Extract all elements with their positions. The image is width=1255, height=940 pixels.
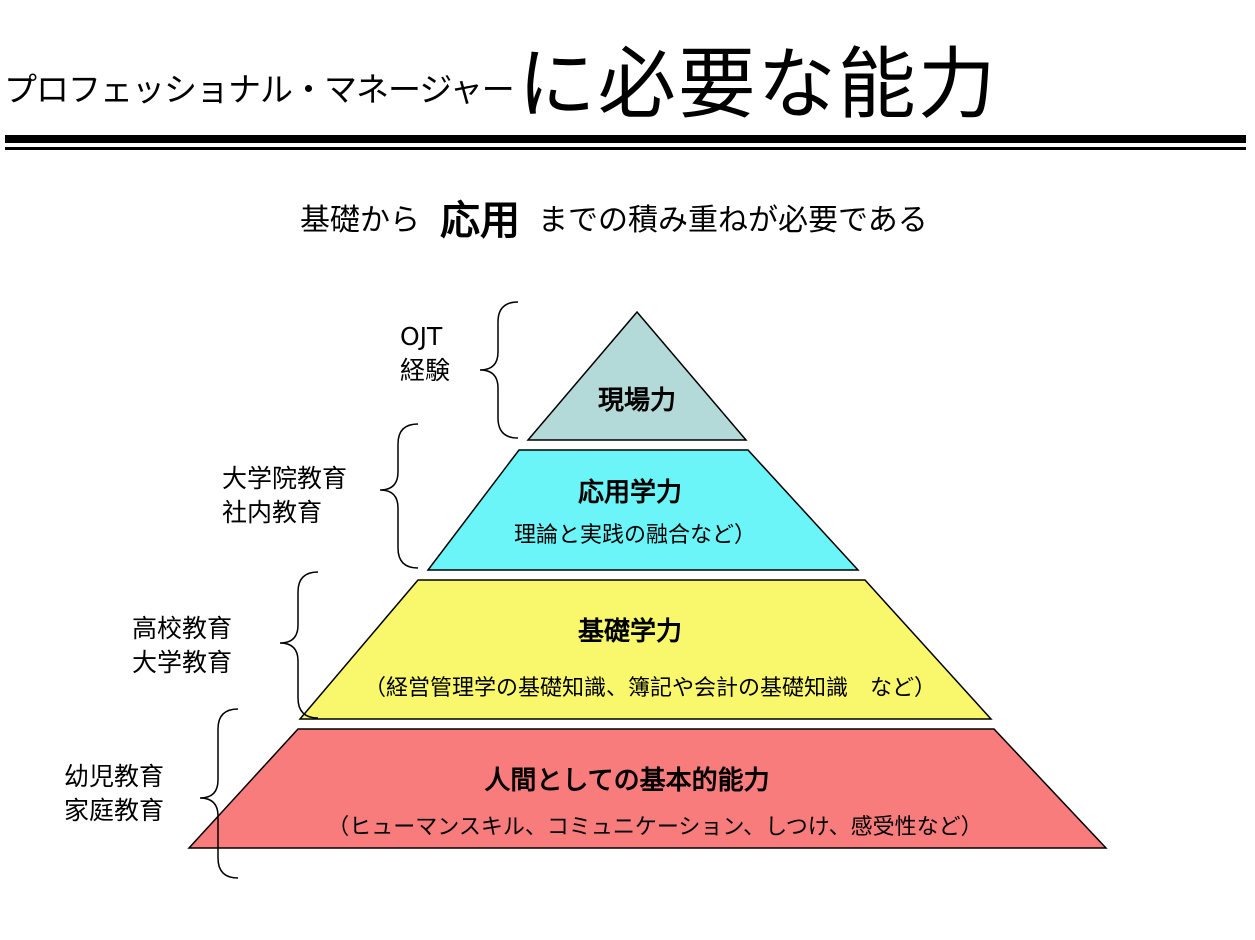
brace-tier-ouyou xyxy=(379,423,419,569)
title-divider-thick xyxy=(5,135,1246,143)
tier-shape-ningen xyxy=(187,728,1108,849)
side-label-kiso: 高校教育 大学教育 xyxy=(132,612,232,680)
subtitle-emphasis: 応用 xyxy=(440,198,520,244)
tier-label-kiso: 基礎学力 xyxy=(577,617,682,647)
brace-tier-genba xyxy=(479,301,519,439)
tier-note-ouyou: 理論と実践の融合など） xyxy=(513,523,756,548)
page-title: プロフェッショナル・マネージャー に必要な能力 xyxy=(4,14,998,124)
side-label-genba-line2: 経験 xyxy=(400,356,451,385)
tier-shape-ouyou xyxy=(426,449,860,571)
title-divider-thin xyxy=(5,147,1246,150)
tier-note-ningen: （ヒューマンスキル、コミュニケーション、しつけ、感受性など） xyxy=(327,815,983,840)
side-label-kiso-line1: 高校教育 xyxy=(132,614,233,643)
side-label-genba: OJT 経験 xyxy=(400,320,450,388)
title-prefix: プロフェッショナル・マネージャー xyxy=(4,70,515,109)
subtitle: 基礎から 応用 までの積み重ねが必要である xyxy=(300,196,928,246)
side-label-ningen-line1: 幼児教育 xyxy=(64,762,165,791)
side-label-ouyou-line1: 大学院教育 xyxy=(222,464,348,493)
side-label-ningen: 幼児教育 家庭教育 xyxy=(64,760,164,828)
side-label-genba-line1: OJT xyxy=(400,322,443,351)
tier-label-ningen: 人間としての基本的能力 xyxy=(484,766,770,796)
brace-tier-kiso xyxy=(279,571,319,719)
subtitle-before: 基礎から xyxy=(300,203,420,238)
tier-label-ouyou: 応用学力 xyxy=(577,478,682,508)
subtitle-after: までの積み重ねが必要である xyxy=(538,203,928,238)
tier-note-kiso: （経営管理学の基礎知識、簿記や会計の基礎知識 など） xyxy=(363,676,936,701)
side-label-ouyou-line2: 社内教育 xyxy=(222,498,323,527)
tier-shape-genba xyxy=(526,310,748,441)
side-label-kiso-line2: 大学教育 xyxy=(132,648,233,677)
side-label-ouyou: 大学院教育 社内教育 xyxy=(222,462,347,530)
title-main: に必要な能力 xyxy=(517,40,998,130)
tier-label-genba: 現場力 xyxy=(597,386,676,416)
brace-tier-ningen xyxy=(199,708,239,879)
tier-shape-kiso xyxy=(298,579,993,720)
side-label-ningen-line2: 家庭教育 xyxy=(64,796,165,825)
